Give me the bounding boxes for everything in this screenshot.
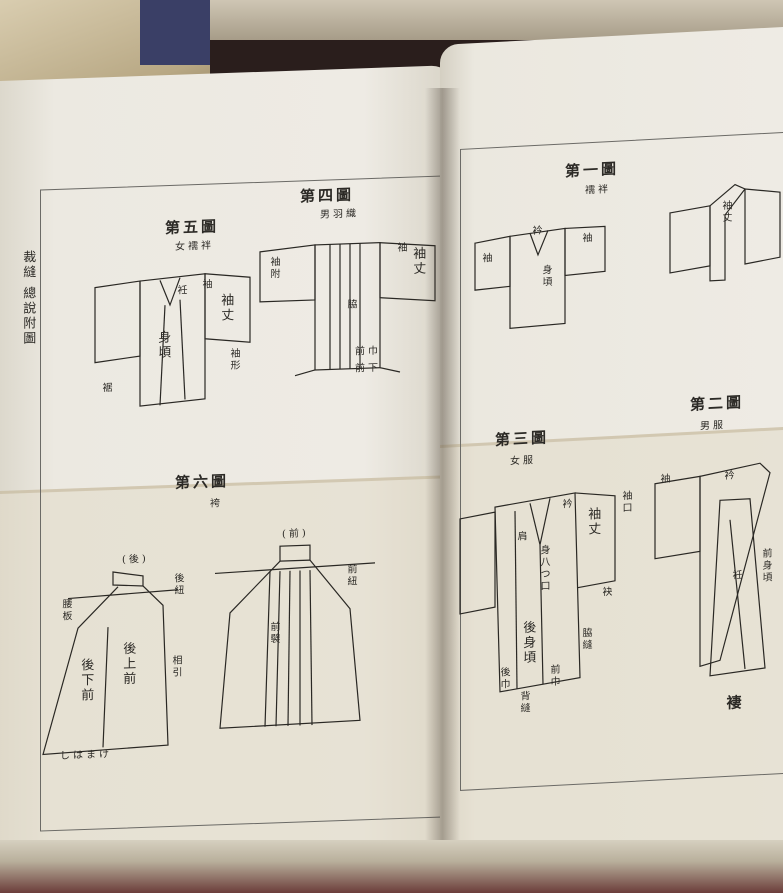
fig3-title: 第三圖	[495, 428, 550, 450]
fig2-label-3: 前身頃	[760, 547, 771, 585]
fig6-back-label: (後)	[122, 553, 149, 566]
fig3-label-10: 前巾	[548, 663, 559, 689]
fig5-label-2: 袖丈	[218, 292, 234, 324]
fig2-label-4: 衽	[730, 569, 741, 582]
fig3-label-4: 肩	[515, 530, 526, 544]
fig2-label-5: 褄	[724, 694, 743, 713]
fig3-label-9: 後巾	[498, 666, 509, 691]
fig6-label-1: 腰板	[60, 598, 71, 623]
fig2-subtitle: 男服	[700, 419, 726, 433]
fig4-subtitle: 男羽織	[320, 208, 359, 221]
fig5-label-4: 身頃	[155, 329, 171, 361]
fig1-label-4: 袖	[580, 232, 591, 245]
fig5-label-5: 袖形	[228, 347, 239, 372]
fig3-label-2: 袖丈	[585, 506, 601, 538]
fig2-drawing	[650, 457, 783, 694]
fig4-label-5: 前下	[355, 362, 381, 375]
fig1-drawing	[470, 211, 610, 338]
margin-title: 裁縫 總說附圖	[20, 249, 36, 347]
fig1-label-2: 衿	[530, 224, 541, 238]
fig6-label-3: 前紐	[345, 563, 356, 588]
fig1-title: 第一圖	[565, 159, 620, 181]
fig3-label-1: 袖口	[620, 489, 631, 515]
fig6-label-8: しはまけ	[60, 749, 112, 762]
fig6-subtitle: 袴	[210, 498, 223, 510]
fig6-back-drawing	[38, 564, 188, 764]
fig2-label-2: 衿	[722, 469, 733, 483]
fig1-label-3: 身頃	[540, 264, 551, 289]
fig2-title: 第二圖	[690, 393, 745, 414]
fig3-label-6: 後身頃	[520, 619, 536, 666]
fig4-label-3: 袖附	[268, 256, 279, 281]
fig5-label-3: 衽	[175, 284, 186, 297]
fig6-title: 第六圖	[175, 471, 230, 492]
fig6-label-6: 後上前	[120, 641, 136, 687]
fig4-label-4: 脇	[345, 298, 356, 311]
fig4-label-2: 袖	[395, 241, 406, 255]
fig1-label-1: 袖	[480, 252, 491, 265]
fig4-drawing	[255, 226, 440, 382]
fig4-label-6: 前巾	[355, 345, 381, 358]
fig4-title: 第四圖	[300, 185, 355, 206]
fig5-label-1: 袖	[200, 278, 211, 291]
fig5-subtitle: 女襦袢	[175, 240, 214, 253]
fig1b-drawing	[665, 177, 783, 293]
fig6-front-label: (前)	[282, 528, 309, 541]
fig5-label-6: 裾	[100, 382, 111, 395]
book-spine-shadow	[425, 88, 460, 888]
fig3-label-3: 衿	[560, 498, 571, 511]
fig6-front-drawing	[210, 538, 380, 739]
open-book: 裁縫 總說附圖 第四圖 男羽織 袖丈 袖 袖附 脇 前下 前巾	[0, 27, 783, 893]
fig6-label-4: 相引	[170, 654, 181, 680]
fig5-title: 第五圖	[165, 217, 220, 238]
fig5-drawing	[90, 257, 255, 413]
right-page: 第一圖 襦袢 袖 衿 身頃 袖 袖丈	[440, 27, 783, 880]
fig4-label-1: 袖丈	[410, 246, 426, 277]
fig3-label-5: 身八つ口	[538, 544, 549, 593]
fig6-label-5: 後下前	[78, 657, 94, 704]
fig6-label-7: 前襞	[268, 621, 279, 646]
fig2-label-1: 袖	[658, 472, 669, 486]
fig3-drawing	[455, 480, 625, 719]
fig3-label-7: 脇縫	[580, 627, 591, 652]
left-page: 裁縫 總說附圖 第四圖 男羽織 袖丈 袖 袖附 脇 前下 前巾	[0, 65, 455, 891]
fig6-label-2: 後紐	[172, 572, 183, 597]
page-block-edge	[0, 840, 783, 893]
fig3-label-8: 背縫	[518, 690, 529, 715]
background-box-dark	[140, 0, 210, 65]
fig3-subtitle: 女服	[510, 454, 536, 468]
fig1-subtitle: 襦袢	[585, 184, 611, 197]
fig3-label-11: 袂	[600, 586, 611, 599]
